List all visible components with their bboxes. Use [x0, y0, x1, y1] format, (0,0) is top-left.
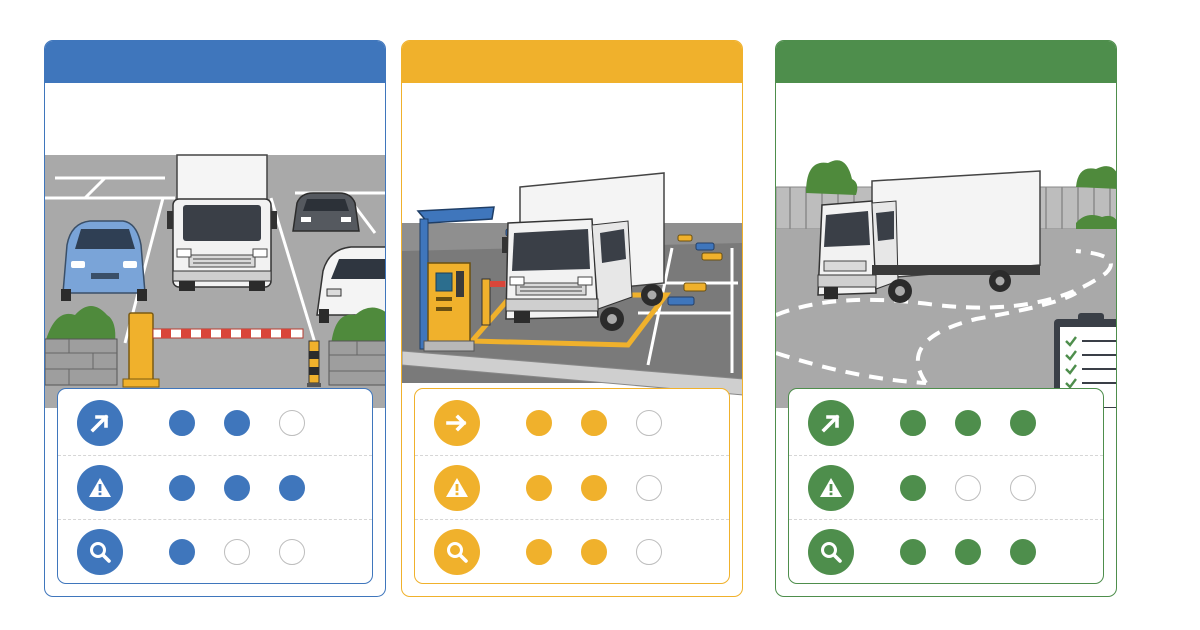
rating-dots — [169, 410, 334, 436]
arrow-up-right-icon — [77, 400, 123, 446]
warning-triangle-icon — [434, 464, 480, 511]
warning-triangle-icon — [77, 464, 123, 511]
card-header-parking — [45, 41, 385, 83]
card-yard — [775, 40, 1117, 597]
rating-dot-filled — [1010, 410, 1036, 436]
rating-dots — [900, 474, 1065, 501]
rating-row-inspection — [789, 519, 1103, 583]
rating-dot-empty — [279, 410, 305, 436]
rating-dot-filled — [526, 538, 552, 565]
rating-dot-filled — [169, 474, 195, 501]
rating-dots — [900, 538, 1065, 565]
open-yard-scene — [776, 83, 1116, 408]
rating-dot-filled — [581, 410, 607, 436]
rating-dot-empty — [636, 410, 662, 436]
rating-dot-filled — [900, 538, 926, 565]
card-toll — [401, 40, 743, 597]
rating-dot-filled — [169, 410, 195, 436]
card-header-toll — [402, 41, 742, 83]
rating-row-access — [789, 391, 1103, 455]
rating-row-access — [415, 391, 729, 455]
rating-dot-filled — [955, 410, 981, 436]
rating-dots — [169, 474, 334, 501]
rating-dot-filled — [224, 410, 250, 436]
rating-dot-filled — [279, 474, 305, 501]
rating-row-risk — [415, 455, 729, 519]
rating-row-access — [58, 391, 372, 455]
rating-dot-empty — [636, 538, 662, 565]
rating-panel-parking — [57, 388, 373, 584]
rating-dot-filled — [526, 474, 552, 501]
rating-dot-filled — [900, 410, 926, 436]
rating-dots — [526, 474, 691, 501]
rating-dots — [900, 410, 1065, 436]
rating-row-inspection — [58, 519, 372, 583]
rating-dot-empty — [1010, 474, 1036, 501]
rating-dot-filled — [900, 474, 926, 501]
parking-lot-scene — [45, 83, 385, 408]
rating-dot-filled — [1010, 538, 1036, 565]
card-parking — [44, 40, 386, 597]
rating-dot-empty — [955, 474, 981, 501]
rating-dot-empty — [224, 538, 250, 565]
card-header-yard — [776, 41, 1116, 83]
rating-dots — [526, 538, 691, 565]
toll-booth-scene — [402, 83, 742, 408]
magnifier-icon — [77, 528, 123, 575]
arrow-up-right-icon — [808, 400, 854, 446]
rating-dot-filled — [224, 474, 250, 501]
rating-row-inspection — [415, 519, 729, 583]
rating-panel-toll — [414, 388, 730, 584]
rating-dot-empty — [636, 474, 662, 501]
rating-dot-filled — [581, 538, 607, 565]
rating-dot-empty — [279, 538, 305, 565]
magnifier-icon — [808, 528, 854, 575]
warning-triangle-icon — [808, 464, 854, 511]
rating-dot-filled — [955, 538, 981, 565]
rating-dots — [526, 410, 691, 436]
rating-dot-filled — [581, 474, 607, 501]
rating-dot-filled — [526, 410, 552, 436]
magnifier-icon — [434, 528, 480, 575]
rating-dots — [169, 538, 334, 565]
rating-row-risk — [58, 455, 372, 519]
rating-panel-yard — [788, 388, 1104, 584]
rating-dot-filled — [169, 538, 195, 565]
rating-row-risk — [789, 455, 1103, 519]
arrow-right-icon — [434, 400, 480, 446]
